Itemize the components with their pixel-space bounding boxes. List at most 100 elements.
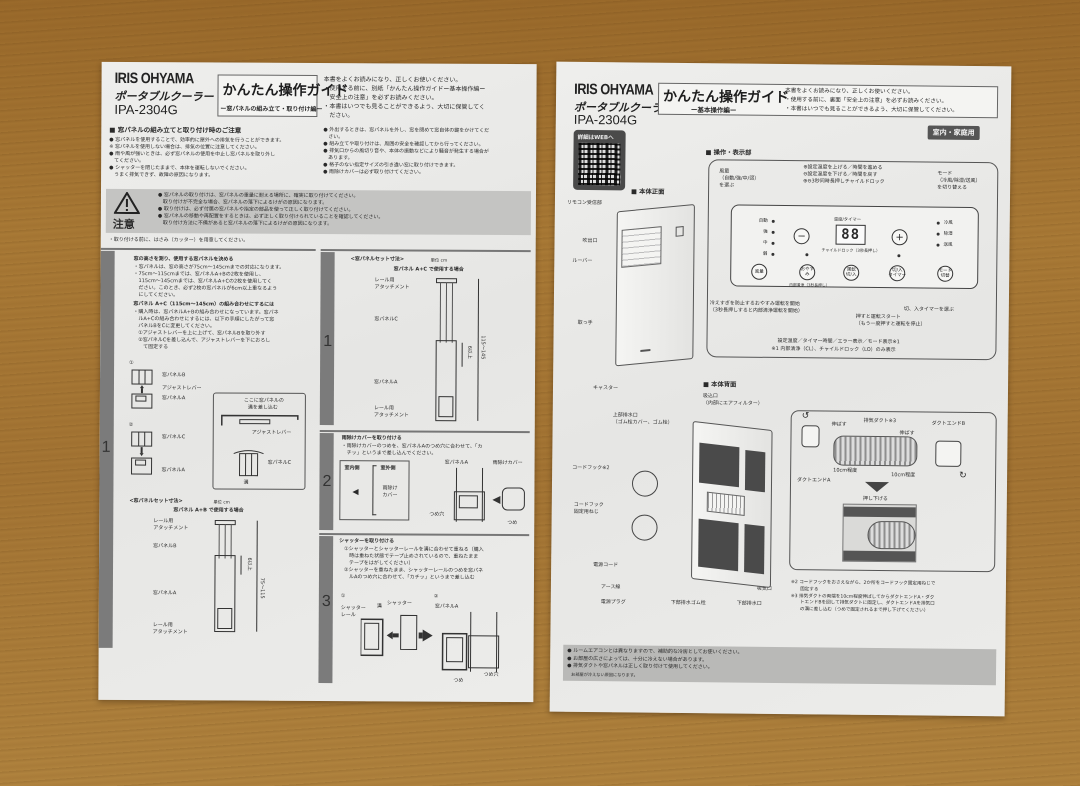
mode-button[interactable]: モード 切替	[937, 265, 954, 282]
step2-lines: ・雨除けカバーのつめを、窓パネルAのつめ穴に合わせて、「カ チッ」というまで差し…	[342, 443, 483, 458]
precaution-item: ● 外出するときは、窓パネルを外し、窓を閉めて窓自体の鍵をかけてくだ	[323, 127, 490, 134]
temp-description: ⊕設定温度を上げる／時間を進める ⊖設定温度を下げる／時間を戻す ⊕⊖3秒同時長…	[803, 164, 885, 186]
overlap-dimension: 6以上	[246, 557, 253, 571]
minus-button[interactable]: −	[793, 228, 810, 245]
set-dims-title: <窓パネルセット寸法>	[350, 256, 405, 263]
step1-heading: 窓の高さを測り、使用する窓パネルを決める	[133, 256, 234, 263]
mode-item: 送風	[943, 242, 953, 248]
duct-end-detail	[867, 520, 916, 550]
step2-number: 2	[322, 473, 332, 491]
qr-card[interactable]: 詳細はWEBへ	[573, 129, 626, 191]
figure-index: ①	[340, 593, 346, 600]
fan-level-list: 自動 強 中 弱	[749, 216, 768, 260]
figure-index: ②	[433, 593, 439, 600]
unit-label: 単位 cm	[430, 258, 448, 264]
qr-code[interactable]	[578, 142, 621, 186]
label-shutter-rail: レール	[340, 612, 356, 619]
led-indicator	[771, 230, 775, 234]
plus-button[interactable]: +	[891, 229, 908, 246]
display-footnote: ※1 内部清浄（CL）、チャイルドロック（LO）のみ表示	[771, 345, 896, 354]
bottom-note: お部屋が冷えない原因になります。	[566, 671, 638, 678]
duct-install-photo	[842, 503, 917, 563]
right-instruction-sheet: IRIS OHYAMA ポータブルクーラー IPA-2304G かんたん操作ガイ…	[549, 61, 1012, 717]
step3-heading: シャッターを取り付ける	[339, 538, 395, 545]
shutter-install-illustration	[360, 611, 500, 672]
caution-label: 注意	[112, 217, 135, 232]
label-claw: つめ	[453, 677, 464, 684]
power-desc-line: （もう一度押すと運転を停止）	[855, 320, 926, 328]
mode-item: 冷風	[943, 220, 953, 226]
side-panel	[744, 450, 766, 493]
segment-display: 88	[835, 224, 866, 245]
back-heading: ■ 本体背面	[703, 381, 737, 389]
timer-description: 切、入タイマーを選ぶ	[903, 306, 954, 313]
label-panel-a: 窓パネルA	[444, 459, 469, 466]
fan-speed-button[interactable]: 風量	[751, 263, 768, 280]
brand-logo: IRIS OHYAMA	[114, 69, 194, 88]
intro-notes: 本書をよくお読みになり、正しくお使いください。 ・使用する前に、裏面「安全上の注…	[785, 87, 958, 116]
duct-footnotes: ※2 コードフックをおさえながら、2か所をコードフック固定用ねじで 固定する ※…	[791, 580, 936, 615]
step3-number: 3	[321, 593, 331, 611]
step1-sub-line: て固定する	[133, 344, 169, 351]
label-panel-c: 窓パネルC	[161, 434, 186, 441]
guide-subtitle: ー窓パネルの組み立て・取り付け編ー	[220, 105, 323, 114]
cleaning-label: 内部清浄（3秒長押し）	[789, 282, 830, 288]
sleep-button[interactable]: おやすみ	[799, 264, 816, 281]
duct-assembly-diagram: 伸ばす 排気ダクト※3 伸ばす ダクトエンドB ↻ ↺ 10cm程度 10cm程…	[789, 410, 997, 573]
bottom-notes: ● ルームエアコンとは異なりますので、補助的な冷房としてお使いください。 ● お…	[567, 648, 743, 680]
handle-shape	[675, 226, 684, 237]
caution-lines: ● 窓パネルの取り付けは、窓パネルの重量に耐える場所に、確実に取り付けてください…	[158, 192, 384, 228]
temp-desc-line: ⊕⊖3秒同時長押しチャイルドロック	[803, 178, 885, 186]
ac-dimension-diagram	[435, 278, 480, 422]
label-groove: 溝	[376, 603, 382, 610]
label-panel-a: 窓パネルA	[161, 395, 186, 402]
power-button[interactable]: 運転 切/入	[843, 264, 860, 281]
label-adjust-lever: アジャストレバー	[251, 429, 292, 436]
label-claw: つめ	[507, 519, 518, 527]
led-indicator	[805, 253, 809, 257]
label-claw-hole: つめ穴	[429, 511, 445, 518]
label-upper-drain: （ゴム栓カバー、ゴム栓）	[612, 419, 673, 426]
precautions-right: ● 外出するときは、窓パネルを外し、窓を閉めて窓自体の鍵をかけてくだ さい。 ●…	[323, 127, 489, 177]
label-rail: アタッチメント	[373, 412, 409, 419]
left-instruction-sheet: IRIS OHYAMA ポータブルクーラー IPA-2304G かんたん操作ガイ…	[98, 61, 537, 703]
logo-mark	[640, 349, 651, 353]
arrow-down-icon	[864, 481, 890, 493]
prep-note: ・取り付ける前に、はさみ（カッター）を用意してください。	[108, 236, 249, 244]
label-push-down: 押し下げる	[862, 495, 888, 503]
ab-dimension-diagram	[214, 519, 258, 633]
intro-note: ださい。	[323, 112, 354, 120]
rain-cover-illustration	[453, 467, 525, 522]
exhaust-duct-shape	[833, 435, 918, 467]
intro-notes: 本書をよくお読みになり、正しくお使いください。 ・使用する前に、別紙「かんたん操…	[323, 75, 485, 121]
guide-subtitle: ー基本操作編ー	[690, 106, 737, 115]
display-description: 設定温度／タイマー時間／エラー表示／モード表示※1	[777, 337, 900, 346]
control-panel-diagram: 風量 （自動/強/中/弱） を選ぶ ⊕設定温度を上げる／時間を進める ⊖設定温度…	[706, 159, 999, 361]
child-lock-label: チャイルドロック（3秒長押し）	[821, 247, 880, 254]
timer-button[interactable]: 切/入 タイマー	[888, 265, 906, 282]
intro-note: ・本書はいつでも見ることができるよう、大切に保管してください。	[784, 106, 958, 114]
label-cord-hook-screw: 固定用ねじ	[573, 508, 599, 516]
label-panel-b: 窓パネルB	[162, 372, 186, 379]
caution-band: 注意 ● 窓パネルの取り付けは、窓パネルの重量に耐える場所に、確実に取り付けてく…	[105, 188, 532, 236]
upper-filter-panel	[699, 442, 740, 488]
label-duct-end-a: ダクトエンドA	[797, 477, 831, 484]
precautions-heading: ■ 窓パネルの組み立てと取り付け時のご注意	[109, 125, 242, 135]
warning-triangle-icon	[113, 191, 140, 215]
precaution-item: ● 雨除けカバーは必ず取り付けてください。	[323, 169, 424, 176]
ac-title: 窓パネル A+C で使用する場合	[393, 266, 464, 273]
label-cord-hook: コードフック※2	[572, 464, 610, 472]
mode-desc-line: を切り替える	[937, 184, 968, 191]
fan-description: 風量 （自動/強/中/弱） を選ぶ	[719, 168, 759, 189]
model-number: IPA-2304G	[114, 101, 178, 118]
led-indicator	[771, 219, 775, 223]
front-unit-illustration	[615, 203, 695, 367]
led-indicator	[897, 254, 901, 258]
panel-face: 自動 強 中 弱 − 温度/タイマー 88 チャイルドロック（3秒長押し） + …	[730, 204, 979, 290]
label-caster: キャスター	[592, 385, 619, 392]
arrow-left-icon: ◀	[352, 487, 359, 497]
label-groove: 溝	[243, 479, 249, 486]
mode-item: 除湿	[943, 231, 953, 237]
range-dimension: 75〜115	[258, 577, 265, 599]
label-lower-drain: 下部排水口	[736, 600, 762, 607]
